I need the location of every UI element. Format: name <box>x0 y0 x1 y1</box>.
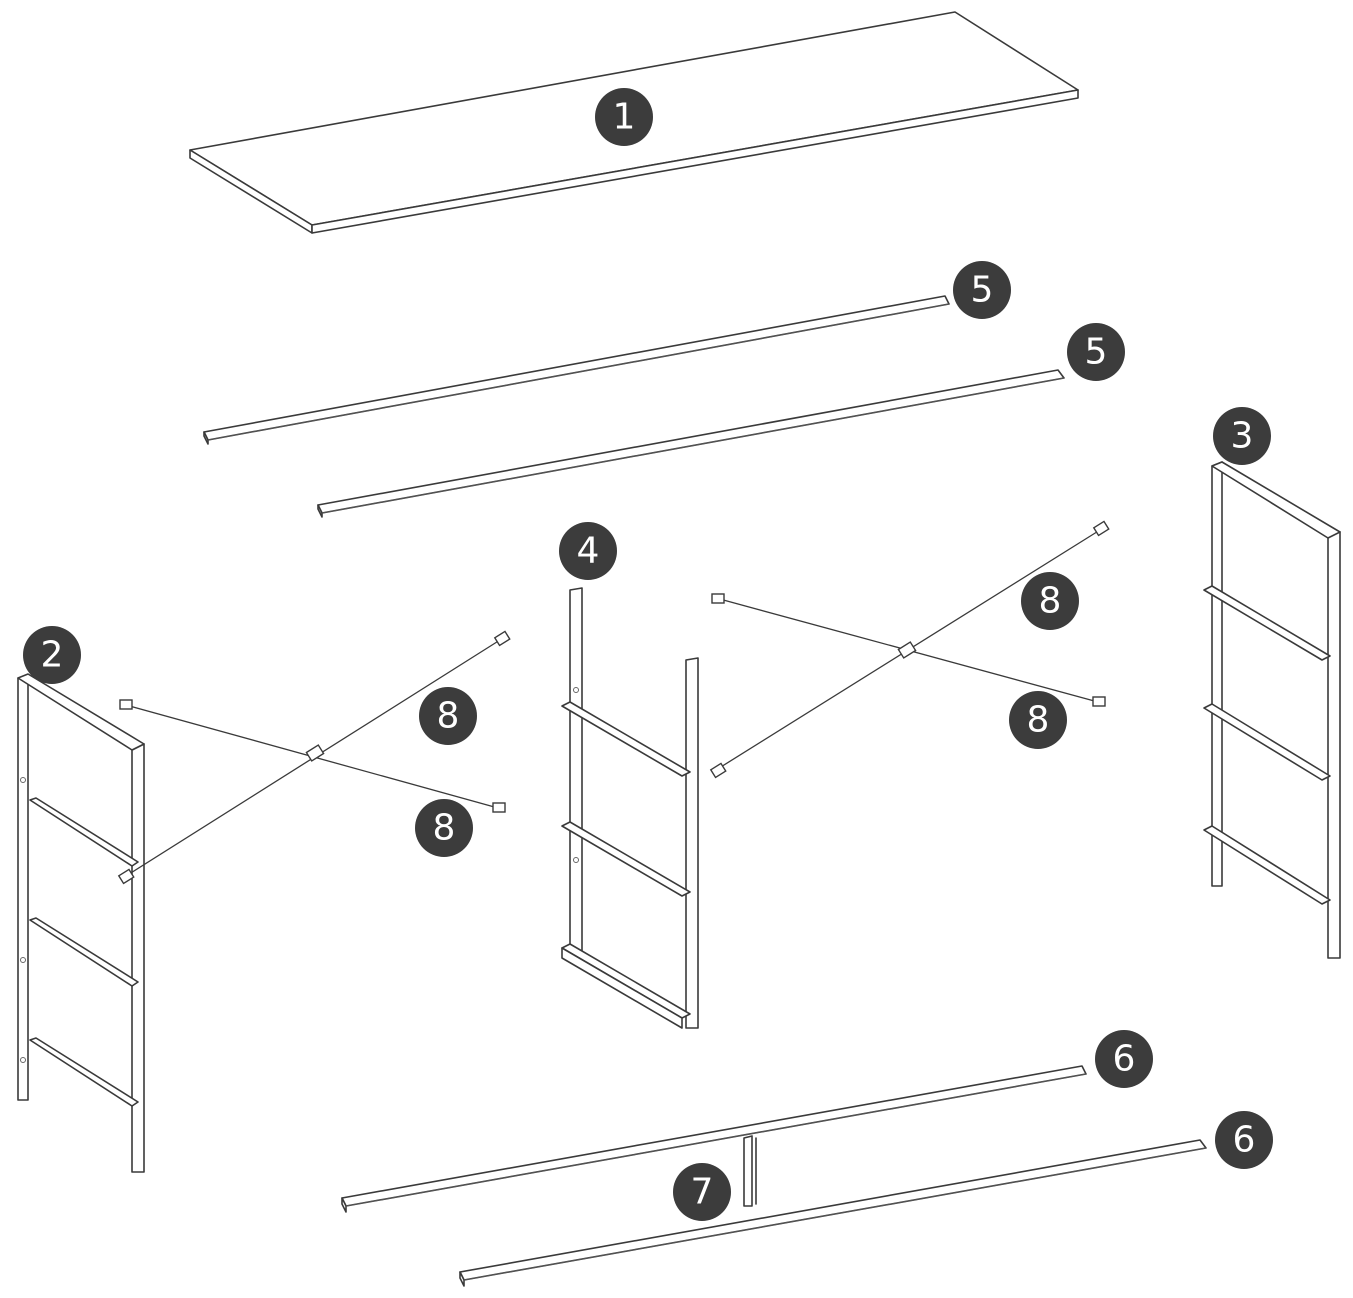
callout-4: 4 <box>559 522 617 580</box>
right-side-frame <box>1203 461 1341 959</box>
callout-8-right-lower: 8 <box>1009 691 1067 749</box>
callout-7: 7 <box>673 1163 731 1221</box>
svg-text:8: 8 <box>437 696 460 737</box>
upper-rail-front <box>203 295 950 445</box>
callout-8-right-upper: 8 <box>1021 572 1079 630</box>
callout-8-left-lower: 8 <box>415 799 473 857</box>
svg-text:8: 8 <box>433 808 456 849</box>
callout-2: 2 <box>23 626 81 684</box>
callout-3: 3 <box>1213 407 1271 465</box>
svg-text:7: 7 <box>691 1172 714 1213</box>
left-side-frame <box>17 673 145 1173</box>
svg-text:8: 8 <box>1027 700 1050 741</box>
callout-5-lower: 5 <box>1067 323 1125 381</box>
svg-text:6: 6 <box>1113 1039 1136 1080</box>
svg-text:6: 6 <box>1233 1120 1256 1161</box>
callout-1: 1 <box>595 88 653 146</box>
svg-text:3: 3 <box>1231 416 1254 457</box>
lower-rail-back <box>459 1139 1207 1287</box>
svg-text:5: 5 <box>1085 332 1108 373</box>
upper-rail-back <box>317 369 1065 518</box>
svg-text:5: 5 <box>971 270 994 311</box>
lower-rail-front <box>341 1065 1087 1213</box>
svg-text:2: 2 <box>41 635 64 676</box>
cross-brace-right <box>709 520 1110 779</box>
callout-8-left-upper: 8 <box>419 687 477 745</box>
svg-text:8: 8 <box>1039 581 1062 622</box>
svg-text:4: 4 <box>577 531 600 572</box>
callout-6-upper: 6 <box>1095 1030 1153 1088</box>
middle-frame <box>561 587 699 1029</box>
svg-text:1: 1 <box>613 97 636 138</box>
center-connector <box>743 1135 757 1207</box>
cross-brace-left <box>117 630 511 885</box>
callout-5-upper: 5 <box>953 261 1011 319</box>
callout-6-lower: 6 <box>1215 1111 1273 1169</box>
